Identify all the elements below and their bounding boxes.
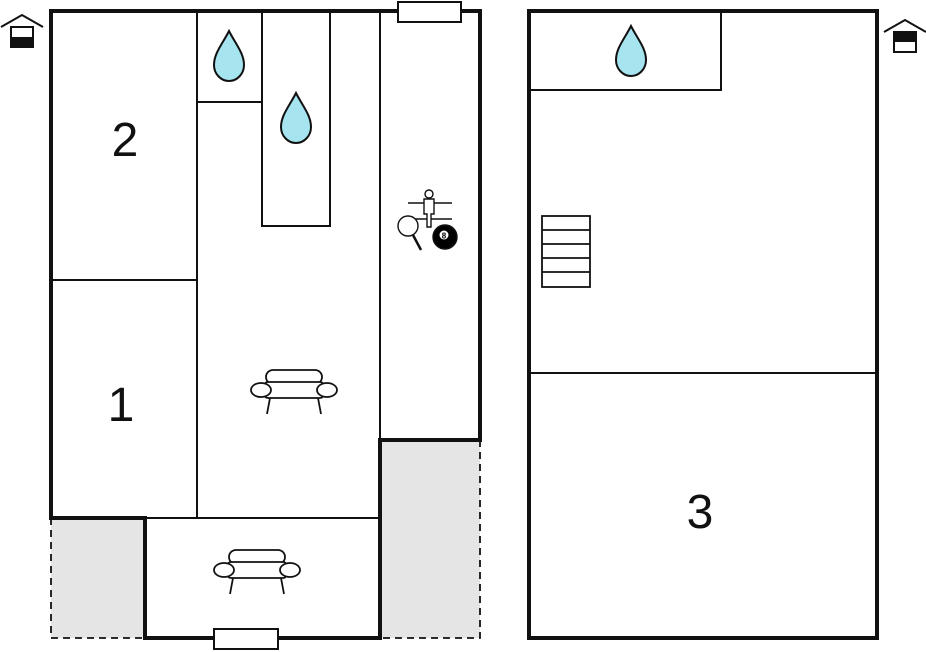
ground-floor-plan: 2 1 8 <box>0 1 482 650</box>
terrace-left <box>51 518 145 638</box>
window-bottom <box>213 628 279 650</box>
billiard-ball-number: 8 <box>442 232 447 241</box>
upper-floor-indicator-icon <box>883 18 926 53</box>
terrace-right-outline <box>380 440 481 639</box>
sofa-icon <box>213 549 301 595</box>
room-label-2: 2 <box>112 114 139 167</box>
ground-floor-outer-wall <box>49 9 482 640</box>
ground-floor-indicator-icon <box>0 13 44 48</box>
room-label-1: 1 <box>108 379 135 432</box>
upper-floor-interior-walls <box>529 11 877 374</box>
water-drop-icon <box>615 25 647 77</box>
terrace-right <box>380 440 480 638</box>
sofa-icon <box>250 369 338 415</box>
water-drop-icon <box>280 92 312 144</box>
terrace-left-outline <box>50 518 145 639</box>
room-label-3: 3 <box>687 486 714 539</box>
water-drop-icon <box>213 30 245 82</box>
upper-floor-plan: 3 <box>527 9 926 640</box>
ground-floor-interior-walls <box>51 11 381 519</box>
games-icon: 8 <box>397 189 458 251</box>
window-top <box>397 1 462 23</box>
staircase-icon <box>541 215 591 288</box>
upper-floor-outer-wall <box>527 9 879 640</box>
